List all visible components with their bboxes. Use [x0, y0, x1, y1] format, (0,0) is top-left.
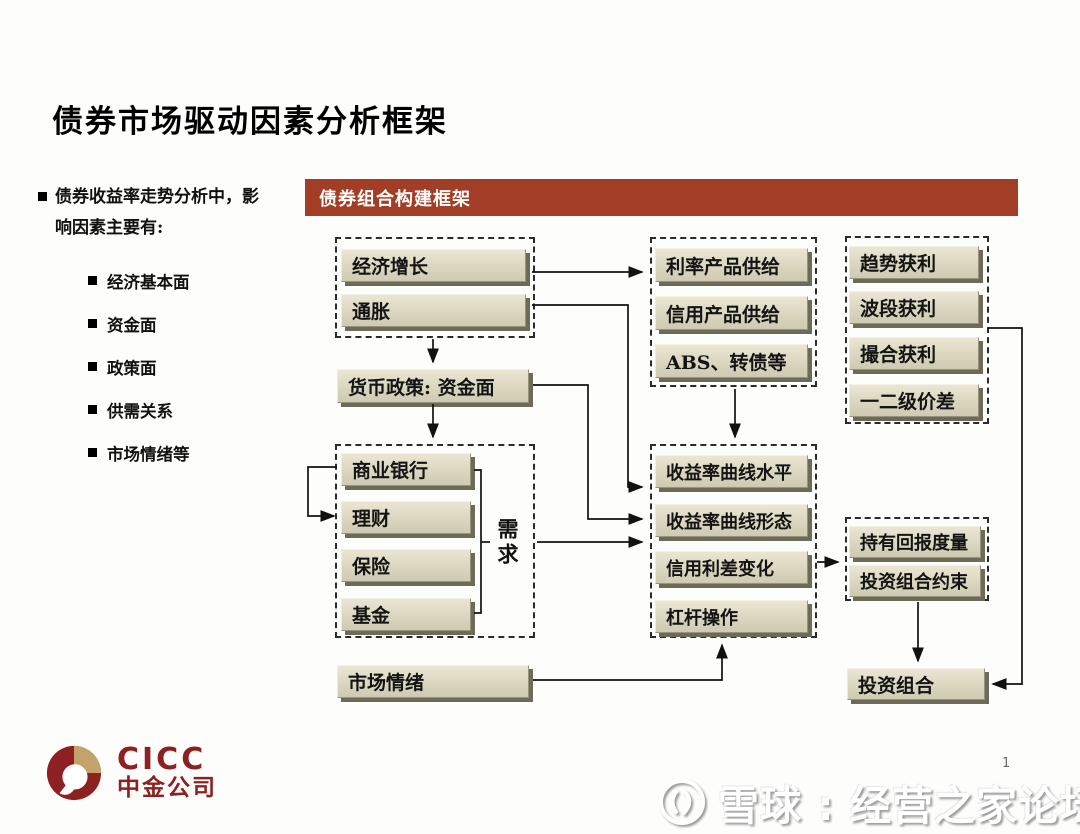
- sidebar-item-label: 经济基本面: [107, 272, 190, 292]
- sidebar-item-label: 供需关系: [107, 401, 173, 421]
- box-matching-profit: 撮合获利: [849, 337, 979, 370]
- sidebar-intro-text: 债券收益率走势分析中，影 响因素主要有:: [55, 182, 259, 245]
- box-credit-product-supply: 信用产品供给: [655, 296, 808, 330]
- box-monetary-policy: 货币政策: 资金面: [337, 369, 529, 403]
- box-trend-profit: 趋势获利: [849, 246, 979, 279]
- xueqiu-logo-icon: [659, 779, 705, 825]
- box-credit-spread-change: 信用利差变化: [655, 551, 808, 584]
- sidebar-item-supply-demand: 供需关系: [88, 398, 300, 422]
- demand-label: 需求: [495, 518, 520, 568]
- sidebar-items: 经济基本面 资金面 政策面 供需关系 市场情绪等: [38, 269, 300, 465]
- arrow-banks-to-wealth: [307, 466, 337, 522]
- sidebar-item-label: 政策面: [107, 358, 157, 378]
- sidebar-item-label: 市场情绪等: [107, 444, 190, 464]
- demand-group-container: [335, 444, 535, 638]
- diagram-header-band: 债券组合构建框架: [305, 179, 1018, 216]
- macro-group-container: [335, 237, 535, 338]
- sidebar-item-sentiment: 市场情绪等: [88, 441, 300, 465]
- cicc-logo: CICC 中金公司: [45, 744, 217, 802]
- sidebar-item-fundamentals: 经济基本面: [88, 269, 300, 293]
- watermark: 雪球 : 经营之家论坛: [658, 772, 1080, 832]
- box-portfolio: 投资组合: [847, 668, 985, 700]
- box-swing-profit: 波段获利: [849, 291, 979, 324]
- box-yield-curve-shape: 收益率曲线形态: [655, 504, 808, 537]
- watermark-text: 雪球 : 经营之家论坛: [718, 782, 1080, 830]
- box-market-sentiment: 市场情绪: [337, 665, 529, 698]
- page-title: 债券市场驱动因素分析框架: [52, 104, 448, 140]
- box-insurance: 保险: [341, 549, 471, 582]
- arrow-inflation-to-curve-level: [532, 304, 644, 493]
- sidebar-item-policy: 政策面: [88, 355, 300, 379]
- box-abs-convertibles: ABS、转债等: [655, 344, 808, 378]
- sidebar-intro-line1: 债券收益率走势分析中，影: [55, 187, 259, 207]
- cicc-logo-en: CICC: [117, 741, 207, 777]
- bullet-square-icon: [88, 276, 97, 286]
- sidebar-intro: 债券收益率走势分析中，影 响因素主要有:: [38, 182, 300, 245]
- bullet-square-icon: [38, 192, 47, 201]
- cicc-logo-icon: [46, 745, 102, 801]
- arrow-strategy-to-portfolio: [988, 327, 1023, 690]
- sidebar-item-label: 资金面: [107, 315, 157, 335]
- supply-group-container: [650, 237, 817, 387]
- cicc-logo-text: CICC 中金公司: [117, 741, 217, 801]
- sidebar-item-funding: 资金面: [88, 312, 300, 336]
- sidebar: 债券收益率走势分析中，影 响因素主要有: 经济基本面 资金面 政策面 供需关系 …: [38, 182, 300, 484]
- bullet-square-icon: [88, 448, 97, 458]
- box-commercial-banks: 商业银行: [341, 453, 471, 486]
- box-portfolio-constraints: 投资组合约束: [849, 565, 981, 597]
- cicc-logo-cn: 中金公司: [117, 774, 217, 801]
- bullet-square-icon: [88, 319, 97, 329]
- page-number: 1: [1002, 756, 1011, 771]
- box-economic-growth: 经济增长: [341, 249, 526, 282]
- arrow-policy-to-curve-shape: [533, 384, 644, 525]
- arrow-sentiment-to-leverage: [533, 643, 728, 681]
- box-inflation: 通胀: [341, 294, 526, 327]
- box-leverage-operation: 杠杆操作: [655, 600, 808, 633]
- box-yield-curve-level: 收益率曲线水平: [655, 455, 808, 488]
- bullet-square-icon: [88, 405, 97, 415]
- box-primary-secondary-spread: 一二级价差: [849, 384, 979, 417]
- box-wealth-management: 理财: [341, 501, 471, 534]
- box-holding-return-measure: 持有回报度量: [849, 526, 981, 558]
- box-rate-product-supply: 利率产品供给: [655, 248, 808, 282]
- box-funds: 基金: [341, 598, 471, 631]
- sidebar-intro-line2: 响因素主要有:: [55, 218, 164, 239]
- market-factors-container: [650, 444, 817, 638]
- bullet-square-icon: [88, 362, 97, 372]
- diagram-header-title: 债券组合构建框架: [319, 188, 471, 210]
